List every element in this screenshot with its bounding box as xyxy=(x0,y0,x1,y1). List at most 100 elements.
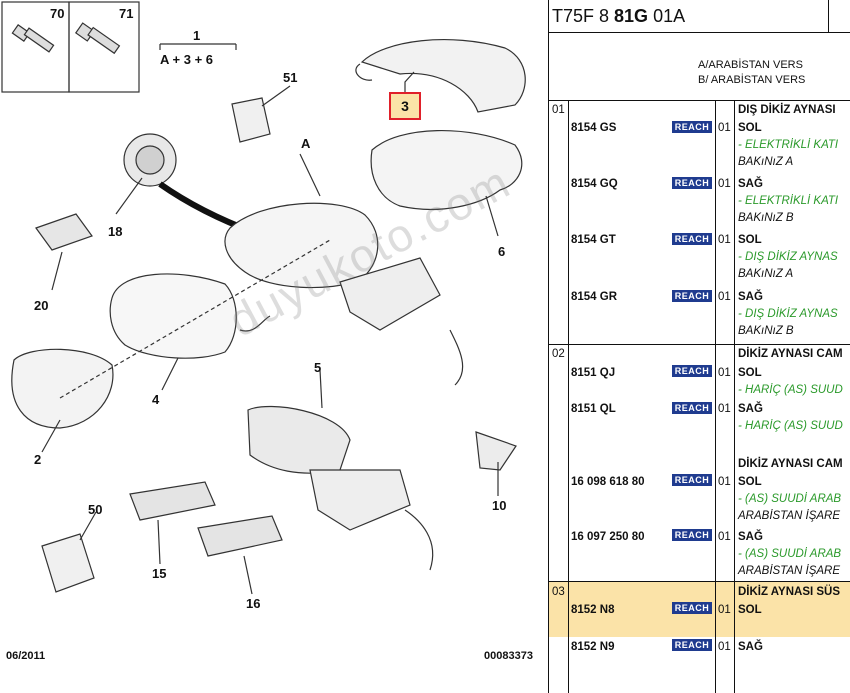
grid-line xyxy=(548,32,850,33)
variant-legend: A/ARABİSTAN VERS B/ ARABİSTAN VERS xyxy=(698,58,805,88)
fastener-box-71 xyxy=(68,1,140,93)
group-02-title: DİKİZ AYNASI CAM xyxy=(738,348,843,360)
group-03-id: 03 xyxy=(552,586,565,598)
part-8154GS[interactable]: 8154 GS xyxy=(571,122,617,134)
diagram-drawing xyxy=(1,1,526,595)
bolt-71-icon xyxy=(74,22,121,55)
mirror-base-5 xyxy=(247,405,351,474)
parts-catalog: T75F 8 81G 01A A/ARABİSTAN VERS B/ ARABİ… xyxy=(548,0,850,693)
fastener-71-label: 71 xyxy=(119,6,134,21)
mirror-base-lower xyxy=(309,469,411,531)
callout-51: 51 xyxy=(283,70,298,85)
part-note: - (AS) SUUDİ ARAB xyxy=(738,493,842,505)
callout-2: 2 xyxy=(34,452,42,467)
callout-18: 18 xyxy=(108,224,123,239)
mirror-glass-2 xyxy=(11,348,114,429)
diagram-date: 06/2011 xyxy=(6,650,46,662)
part-ref: ARABİSTAN İŞARE xyxy=(738,565,841,577)
connector-51 xyxy=(231,97,271,143)
kit-bracket xyxy=(159,43,237,50)
part-ref: BAKıNıZ B xyxy=(738,325,794,337)
group-01-title: DIŞ DİKİZ AYNASI xyxy=(738,104,836,116)
variant-a: A/ARABİSTAN VERS xyxy=(698,59,803,71)
grid-line xyxy=(734,100,735,693)
reach-badge: REACH xyxy=(672,474,712,486)
part-qty: 01 xyxy=(718,403,731,415)
mirror-cap-3 xyxy=(360,39,526,113)
part-1609725080[interactable]: 16 097 250 80 xyxy=(571,531,645,543)
part-qty: 01 xyxy=(718,641,731,653)
diagram-doc-number: 00083373 xyxy=(484,650,533,662)
callout-16: 16 xyxy=(246,596,261,611)
part-qty: 01 xyxy=(718,291,731,303)
variant-b: B/ ARABİSTAN VERS xyxy=(698,74,806,86)
callout-20: 20 xyxy=(34,298,49,313)
part-side: SAĞ xyxy=(738,178,763,190)
grid-line xyxy=(568,100,569,693)
part-8154GQ[interactable]: 8154 GQ xyxy=(571,178,618,190)
grid-line xyxy=(548,0,549,693)
glass-frame-4 xyxy=(109,273,237,359)
part-8154GT[interactable]: 8154 GT xyxy=(571,234,616,246)
axis-line xyxy=(59,239,331,399)
part-side: SOL xyxy=(738,234,762,246)
callout-6: 6 xyxy=(498,244,506,259)
module-20 xyxy=(35,213,93,251)
part-note: - DIŞ DİKİZ AYNAS xyxy=(738,308,838,320)
exploded-diagram: 70 71 1 A + 3 + 6 3 51 A 18 6 20 4 2 5 1… xyxy=(1,1,533,662)
part-note: - (AS) SUUDİ ARAB xyxy=(738,548,842,560)
reach-badge: REACH xyxy=(672,402,712,414)
callout-4: 4 xyxy=(152,392,160,407)
title-bold: 81G xyxy=(614,6,649,26)
group-03-title: DİKİZ AYNASI SÜS xyxy=(738,586,841,598)
part-qty: 01 xyxy=(718,122,731,134)
catalog-title: T75F 8 81G 01A xyxy=(552,6,685,27)
kit-formula: A + 3 + 6 xyxy=(160,52,213,67)
part-qty: 01 xyxy=(718,178,731,190)
part-side: SAĞ xyxy=(738,641,763,653)
callout-3-highlighted[interactable]: 3 xyxy=(389,92,421,120)
part-note: - ELEKTRİKLİ KATI xyxy=(738,139,839,151)
grid-line xyxy=(828,0,829,32)
part-ref: BAKıNıZ B xyxy=(738,212,794,224)
part-ref: BAKıNıZ A xyxy=(738,268,794,280)
cap-10 xyxy=(475,431,517,471)
part-8154GR[interactable]: 8154 GR xyxy=(571,291,618,303)
window-switch-15 xyxy=(129,481,216,521)
part-side: SOL xyxy=(738,367,762,379)
callout-50: 50 xyxy=(88,502,103,517)
part-side: SOL xyxy=(738,604,762,616)
part-side: SAĞ xyxy=(738,403,763,415)
group-02-id: 02 xyxy=(552,348,565,360)
part-qty: 01 xyxy=(718,531,731,543)
part-note: - DIŞ DİKİZ AYNAS xyxy=(738,251,838,263)
part-note: - HARİÇ (AS) SUUD xyxy=(738,420,843,432)
grid-line xyxy=(548,100,850,101)
part-note: - HARİÇ (AS) SUUD xyxy=(738,384,843,396)
mirror-base-upper xyxy=(339,257,441,331)
part-8151QJ[interactable]: 8151 QJ xyxy=(571,367,616,379)
part-8152N8[interactable]: 8152 N8 xyxy=(571,604,615,616)
window-switch-16 xyxy=(197,515,283,557)
reach-badge: REACH xyxy=(672,602,712,614)
part-8152N9[interactable]: 8152 N9 xyxy=(571,641,615,653)
mirror-assembly-A xyxy=(224,202,379,289)
group-02-subtitle: DİKİZ AYNASI CAM xyxy=(738,458,843,470)
reach-badge: REACH xyxy=(672,233,712,245)
reach-badge: REACH xyxy=(672,639,712,651)
group-01-id: 01 xyxy=(552,104,565,116)
reach-badge: REACH xyxy=(672,529,712,541)
part-qty: 01 xyxy=(718,367,731,379)
fastener-70-label: 70 xyxy=(50,6,65,21)
bolt-70-icon xyxy=(11,24,55,53)
part-1609861880[interactable]: 16 098 618 80 xyxy=(571,476,645,488)
reach-badge: REACH xyxy=(672,365,712,377)
callout-5: 5 xyxy=(314,360,322,375)
reach-badge: REACH xyxy=(672,177,712,189)
part-8151QL[interactable]: 8151 QL xyxy=(571,403,616,415)
part-ref: ARABİSTAN İŞARE xyxy=(738,510,841,522)
grid-line xyxy=(548,344,850,345)
kit-number: 1 xyxy=(193,28,201,43)
part-side: SOL xyxy=(738,476,762,488)
grid-line xyxy=(548,581,850,582)
